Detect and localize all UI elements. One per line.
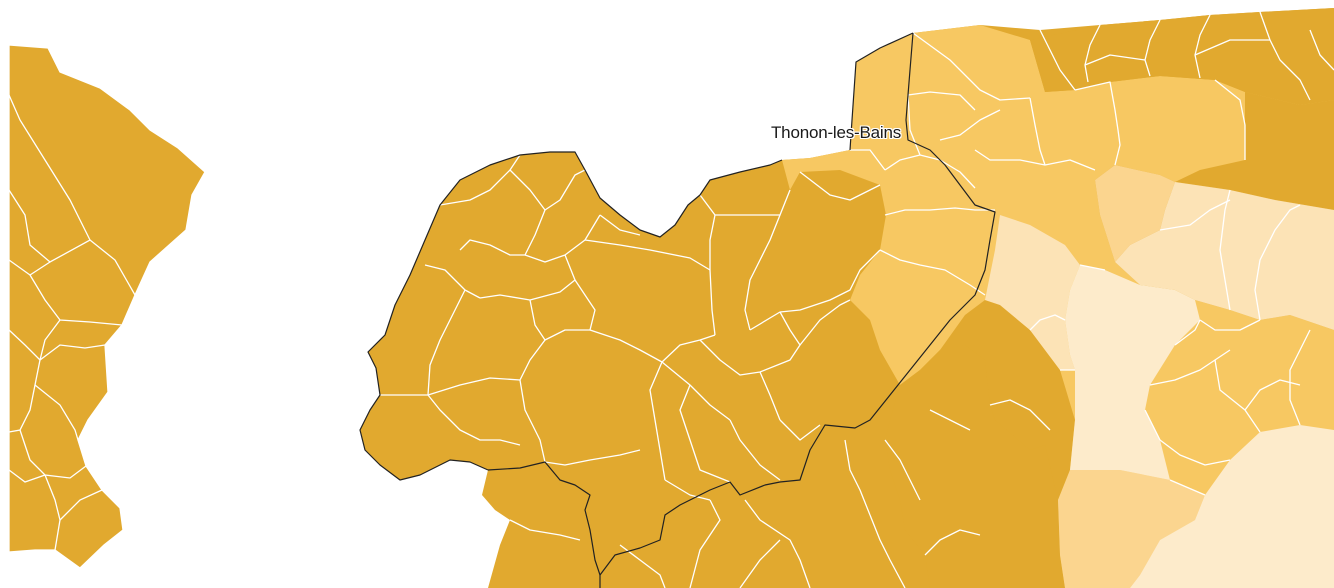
map-region[interactable] [1095, 165, 1175, 262]
map-region[interactable] [8, 44, 206, 569]
map-region[interactable] [885, 345, 1065, 588]
commune-boundaries [380, 11, 1334, 588]
map-region[interactable] [1030, 8, 1334, 105]
map-region[interactable] [1130, 425, 1334, 588]
map-region[interactable] [985, 215, 1080, 370]
map-region[interactable] [1175, 92, 1334, 210]
map-region[interactable] [1058, 470, 1205, 588]
city-label-thonon: Thonon-les-Bains [771, 123, 902, 142]
main-landmass [359, 8, 1334, 588]
left-landmass [8, 44, 206, 569]
outline-borders [359, 32, 996, 588]
left-boundaries [8, 94, 136, 551]
map-region[interactable] [1065, 265, 1200, 480]
map-region[interactable] [1115, 182, 1334, 330]
